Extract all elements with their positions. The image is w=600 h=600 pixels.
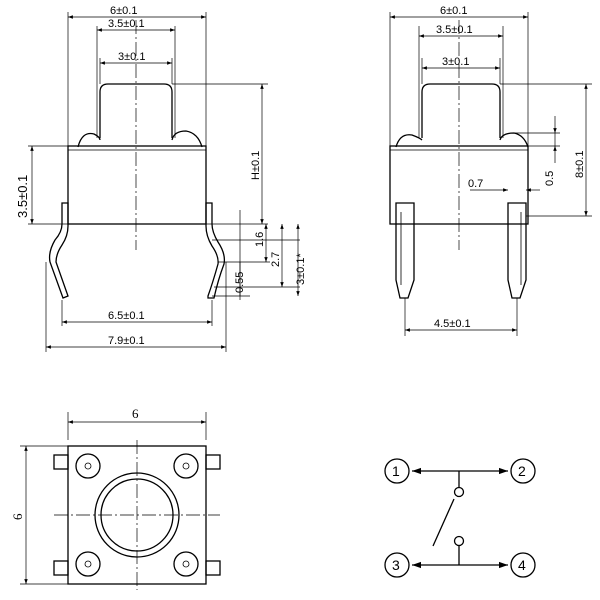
side-height-label: 8±0.1 bbox=[574, 151, 586, 178]
top-width-label: 6 bbox=[132, 406, 139, 421]
top-height-label: 6 bbox=[10, 513, 25, 520]
side-stem-width-label: 3±0.1 bbox=[442, 56, 469, 68]
side-mid-width-label: 3.5±0.1 bbox=[436, 24, 473, 36]
front-pitch-inner-label: 6.5±0.1 bbox=[108, 310, 145, 322]
front-total-height-label: H±0.1 bbox=[250, 151, 262, 180]
switch-schematic: 1 2 3 4 bbox=[384, 458, 536, 578]
pin-3-marker bbox=[384, 552, 410, 578]
top-view: 6 6 bbox=[10, 406, 221, 590]
front-lead-3-label: 3±0.1* bbox=[295, 253, 307, 285]
side-view: 6±0.1 3.5±0.1 3±0.1 8±0.1 0.5 0.7 4.5±0.… bbox=[389, 5, 592, 336]
front-mid-width-label: 3.5±0.1 bbox=[108, 18, 145, 30]
side-pin-pitch-label: 4.5±0.1 bbox=[434, 318, 471, 330]
side-top-width-label: 6±0.1 bbox=[440, 5, 467, 17]
pin-2-label: 2 bbox=[518, 463, 526, 479]
pin-1-label: 1 bbox=[392, 463, 400, 479]
side-step-label: 0.5 bbox=[544, 171, 556, 186]
front-view: 6±0.1 3.5±0.1 3±0.1 3.5±0.1 H±0.1 1.6 2.… bbox=[15, 5, 307, 352]
pin-1-marker bbox=[384, 458, 410, 484]
front-lead-2-label: 2.7 bbox=[270, 252, 282, 267]
front-pitch-outer-label: 7.9±0.1 bbox=[108, 335, 145, 347]
front-top-width-label: 6±0.1 bbox=[110, 5, 137, 17]
front-lead-4-label: 0.55 bbox=[234, 272, 246, 293]
pin-2-marker bbox=[510, 458, 536, 484]
front-body-height-label: 3.5±0.1 bbox=[15, 175, 30, 218]
side-pin-width-label: 0.7 bbox=[468, 178, 483, 190]
pin-4-marker bbox=[510, 552, 536, 578]
front-lead-1-label: 1.6 bbox=[254, 232, 266, 247]
pin-3-label: 3 bbox=[392, 557, 400, 573]
pin-4-label: 4 bbox=[518, 557, 526, 573]
front-stem-width-label: 3±0.1 bbox=[118, 51, 145, 63]
